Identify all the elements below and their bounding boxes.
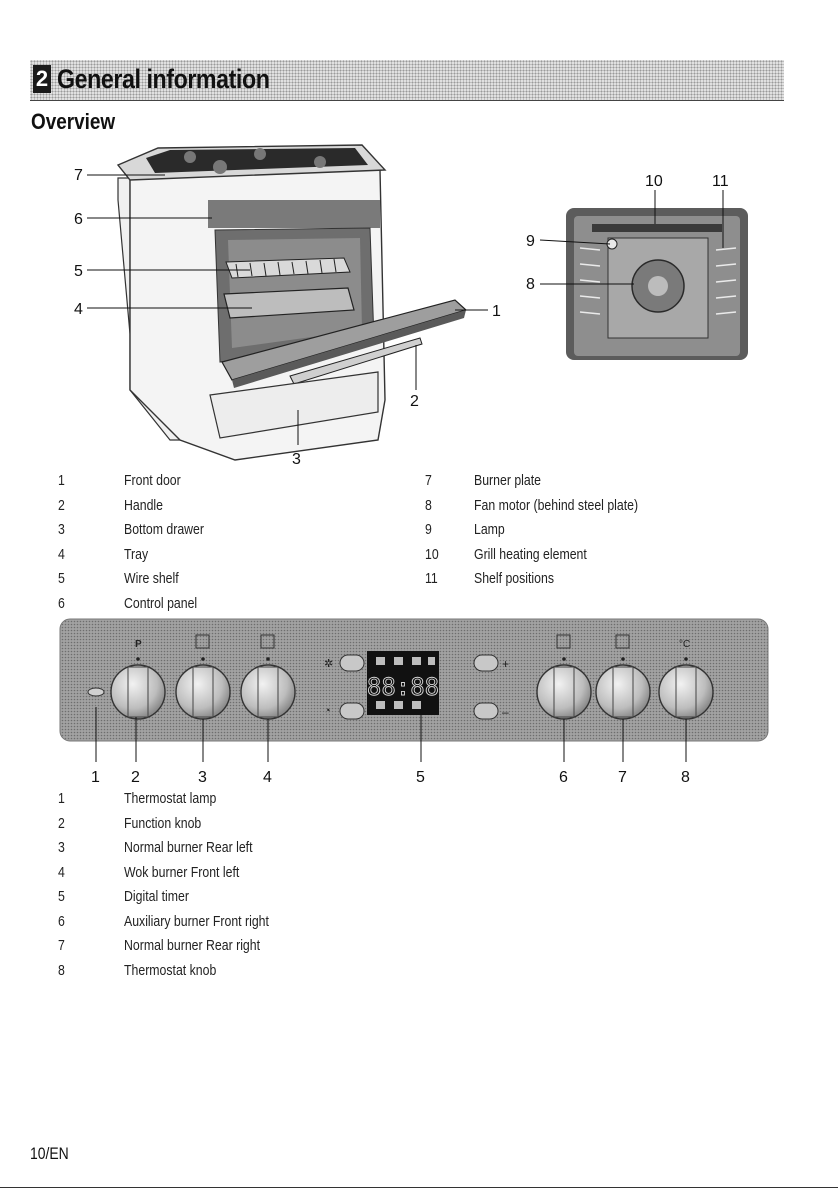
burner-rear-left (184, 151, 196, 163)
panel-callout-1: 1 (91, 769, 100, 786)
oven-callout-3: 3 (292, 451, 301, 468)
bottom-drawer (209, 371, 379, 439)
interior-callout-9: 9 (526, 233, 535, 250)
timer-plus-label: + (502, 657, 509, 671)
chapter-header: 2 General information (30, 60, 784, 101)
oven-callout-4: 4 (74, 301, 83, 318)
function-knob (110, 657, 166, 720)
timer-button-left-bottom (339, 702, 365, 720)
interior-callout-10: 10 (645, 173, 663, 190)
burner-knob-rear-right (595, 634, 651, 720)
oven-callout-5: 5 (74, 263, 83, 280)
oven-illustration: 7 6 5 4 1 2 3 (74, 144, 501, 468)
chapter-number: 2 (33, 65, 51, 93)
timer-digits: 88:88 (367, 673, 439, 701)
burner-position-icon (260, 634, 275, 649)
burner-position-icon (615, 634, 630, 649)
timer-plus-button (473, 654, 499, 672)
burner-front-right (314, 156, 326, 168)
oven-callout-6: 6 (74, 211, 83, 228)
panel-callout-3: 3 (198, 769, 207, 786)
timer-cook-icon: ✲ (324, 658, 333, 670)
timer-minus-button (473, 702, 499, 720)
control-panel-illustration: P ✲ ◔ 88:88 + – (59, 618, 769, 786)
page-number: 10/EN (30, 1144, 69, 1163)
door-handle (289, 337, 423, 385)
shelf-rails-right (715, 247, 737, 315)
panel-callout-7: 7 (618, 769, 627, 786)
timer-button-left-top (339, 654, 365, 672)
footer-divider (0, 1187, 838, 1188)
panel-callout-8: 8 (681, 769, 690, 786)
burner-position-icon (195, 634, 210, 649)
hob-grate (146, 148, 368, 173)
interior-callout-11: 11 (712, 173, 729, 190)
panel-callout-4: 4 (263, 769, 272, 786)
baking-tray (223, 287, 355, 319)
panel-callout-2: 2 (131, 769, 140, 786)
wire-shelf (225, 257, 351, 279)
oven-callout-7: 7 (74, 167, 83, 184)
burner-front-left (213, 160, 227, 174)
interior-callout-8: 8 (526, 276, 535, 293)
oven-control-band (208, 200, 380, 228)
timer-clock-icon: ◔ (324, 705, 331, 717)
timer-minus-label: – (502, 705, 509, 719)
oven-interior-illustration: 9 8 10 11 (526, 173, 748, 360)
panel-callout-5: 5 (416, 769, 425, 786)
panel-callout-6: 6 (559, 769, 568, 786)
burner-rear-right (254, 148, 266, 160)
thermostat-symbol: °C (679, 639, 690, 650)
section-title: Overview (31, 109, 116, 134)
thermostat-lamp (87, 687, 105, 697)
oven-callout-1: 1 (492, 303, 501, 320)
grill-element (592, 224, 722, 232)
function-symbol: P (135, 639, 142, 650)
burner-position-icon (556, 634, 571, 649)
shelf-rails-left (579, 247, 601, 315)
oven-callout-2: 2 (410, 393, 419, 410)
chapter-title: General information (57, 64, 270, 94)
thermostat-knob (658, 657, 714, 720)
